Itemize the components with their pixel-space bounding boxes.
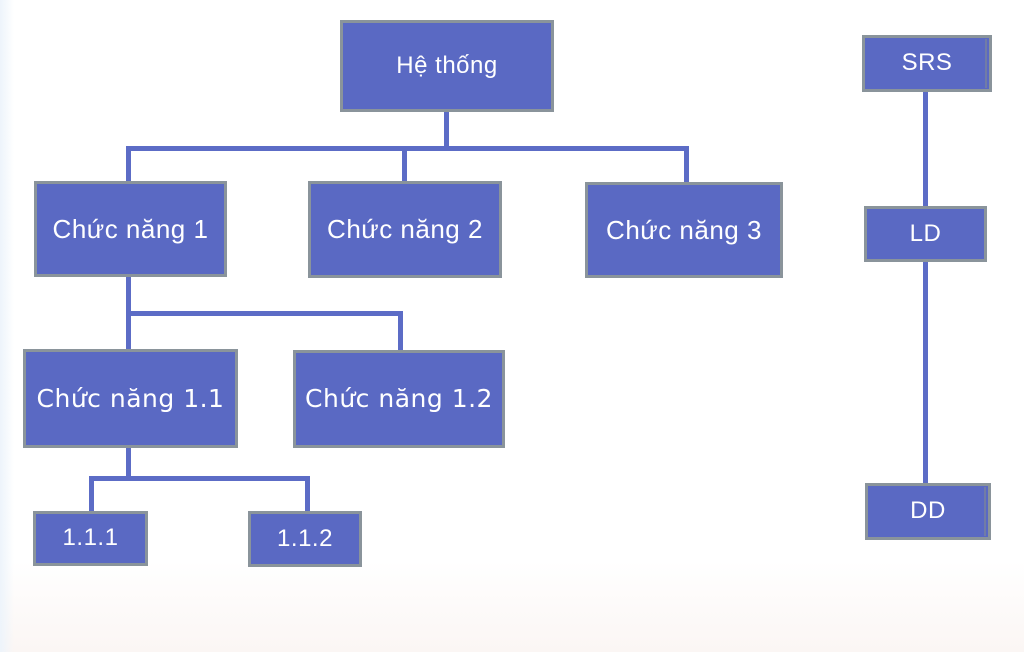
connector-root-drop bbox=[444, 112, 449, 150]
node-chuc-nang-1-1-label: Chức năng 1.1 bbox=[36, 383, 225, 413]
connector-chuc-nang-1-1-drop bbox=[126, 448, 131, 480]
node-chuc-nang-1-1: Chức năng 1.1 bbox=[23, 349, 238, 448]
node-srs: SRS bbox=[862, 35, 992, 92]
node-dd-label: DD bbox=[910, 497, 946, 525]
node-chuc-nang-2: Chức năng 2 bbox=[308, 181, 502, 278]
node-1-1-2: 1.1.2 bbox=[248, 511, 362, 567]
connector-to-chuc-nang-1 bbox=[126, 146, 131, 182]
node-chuc-nang-3-label: Chức năng 3 bbox=[606, 214, 762, 245]
node-srs-label: SRS bbox=[901, 49, 953, 77]
connector-chuc-nang-1-drop bbox=[126, 277, 131, 315]
connector-level2-rail bbox=[126, 311, 403, 316]
node-chuc-nang-2-label: Chức năng 2 bbox=[327, 214, 483, 245]
node-he-thong-label: Hệ thống bbox=[396, 51, 498, 79]
connector-to-chuc-nang-3 bbox=[684, 146, 689, 183]
connector-srs-to-ld bbox=[923, 92, 928, 207]
node-chuc-nang-1-2-label: Chức năng 1.2 bbox=[305, 384, 493, 414]
node-chuc-nang-3: Chức năng 3 bbox=[585, 182, 783, 278]
node-1-1-1: 1.1.1 bbox=[33, 511, 148, 566]
node-chuc-nang-1: Chức năng 1 bbox=[34, 181, 227, 277]
node-1-1-2-label: 1.1.2 bbox=[277, 524, 333, 552]
connector-level1-rail bbox=[126, 146, 689, 151]
node-chuc-nang-1-2: Chức năng 1.2 bbox=[293, 350, 505, 448]
node-dd: DD bbox=[865, 483, 991, 540]
node-ld: LD bbox=[864, 206, 987, 262]
connector-level3-rail bbox=[89, 476, 310, 481]
node-he-thong: Hệ thống bbox=[340, 20, 554, 112]
connector-to-chuc-nang-2 bbox=[402, 146, 407, 182]
node-1-1-1-label: 1.1.1 bbox=[62, 524, 119, 552]
node-chuc-nang-1-label: Chức năng 1 bbox=[52, 213, 209, 244]
connector-to-1-1-1 bbox=[89, 476, 94, 512]
connector-to-1-1-2 bbox=[305, 476, 310, 512]
connector-to-chuc-nang-1-1 bbox=[126, 311, 131, 350]
connector-to-chuc-nang-1-2 bbox=[398, 311, 403, 351]
node-ld-label: LD bbox=[909, 219, 942, 247]
connector-ld-to-dd bbox=[923, 262, 928, 484]
